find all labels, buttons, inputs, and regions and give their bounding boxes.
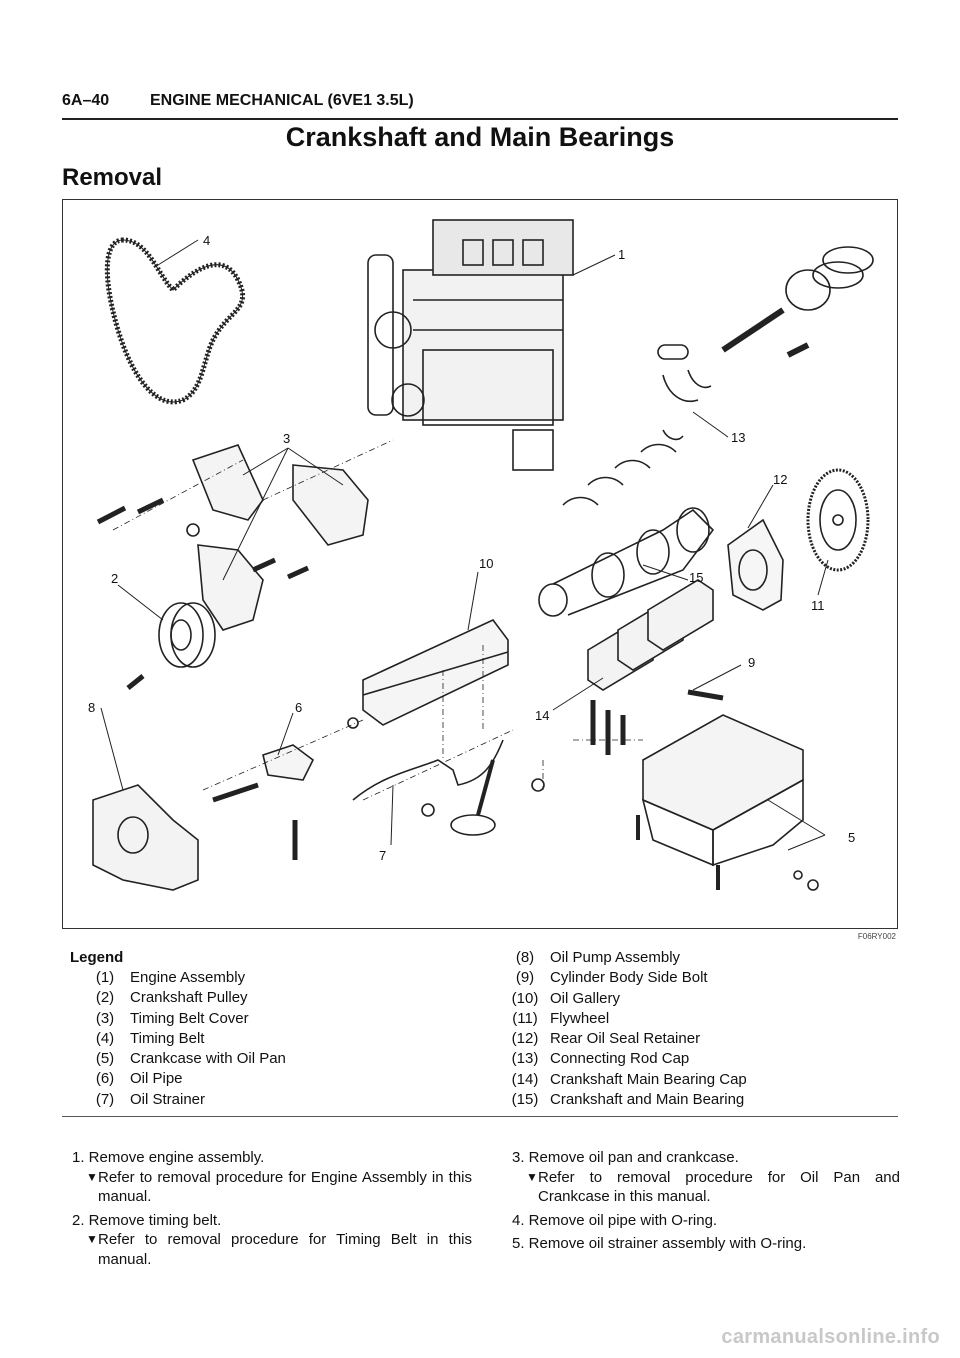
exploded-diagram <box>92 219 874 891</box>
subtitle: Removal <box>62 164 163 191</box>
engine-assembly-drawing <box>367 219 574 471</box>
oil-pump-drawing <box>92 784 199 891</box>
legend-item: (6)Oil Pipe <box>95 1070 183 1088</box>
oil-strainer-drawing <box>352 739 545 836</box>
legend-item: (15)Crankshaft and Main Bearing <box>511 1091 745 1109</box>
triangle-pointer-icon: ▼ <box>526 1169 538 1184</box>
legend-item: (2)Crankshaft Pulley <box>95 989 248 1007</box>
procedure-steps-left: 1. Remove engine assembly. ▼Refer to rem… <box>72 1148 472 1273</box>
legend-column-right: (8)Oil Pump Assembly (9)Cylinder Body Si… <box>500 948 747 1110</box>
page-number: 6A–40 <box>62 92 110 109</box>
callout-6: 6 <box>295 700 302 715</box>
callout-9: 9 <box>748 655 755 670</box>
timing-belt-cover-drawing <box>191 444 369 631</box>
leader-lines <box>100 239 829 851</box>
procedure-step: 2. Remove timing belt. ▼Refer to removal… <box>72 1211 472 1270</box>
callout-4: 4 <box>203 233 210 248</box>
oil-pipe-drawing <box>212 717 359 860</box>
callout-1: 1 <box>618 247 625 262</box>
callout-7: 7 <box>379 848 386 863</box>
procedure-step: 1. Remove engine assembly. ▼Refer to rem… <box>72 1148 472 1207</box>
callout-11: 11 <box>811 598 825 613</box>
step-reference: Refer to removal procedure for Engine As… <box>98 1168 472 1206</box>
divider <box>62 1116 898 1117</box>
legend-title: Legend <box>70 949 124 966</box>
legend-item: (14)Crankshaft Main Bearing Cap <box>511 1070 747 1088</box>
legend-item: (7)Oil Strainer <box>95 1090 206 1108</box>
callout-14: 14 <box>535 708 549 723</box>
legend-item: (3)Timing Belt Cover <box>95 1009 249 1027</box>
callout-5: 5 <box>848 830 855 845</box>
procedure-steps-right: 3. Remove oil pan and crankcase. ▼Refer … <box>512 1148 900 1258</box>
legend-item: (12)Rear Oil Seal Retainer <box>511 1030 701 1048</box>
procedure-step: 3. Remove oil pan and crankcase. ▼Refer … <box>512 1148 900 1207</box>
triangle-pointer-icon: ▼ <box>86 1232 98 1246</box>
procedure-step: 4. Remove oil pipe with O-ring. <box>512 1211 900 1231</box>
main-bearing-caps-drawing <box>587 579 724 755</box>
callout-8: 8 <box>88 700 95 715</box>
connecting-rod-drawing <box>657 246 874 441</box>
section-title: ENGINE MECHANICAL (6VE1 3.5L) <box>150 92 414 109</box>
callout-2: 2 <box>111 571 118 586</box>
watermark[interactable]: carmanualsonline.info <box>721 1326 940 1348</box>
step-reference: Refer to removal procedure for Timing Be… <box>98 1231 472 1268</box>
callout-labels: 1 2 3 4 5 6 7 8 9 10 11 12 13 14 15 <box>88 233 855 863</box>
figure-code: F06RY002 <box>857 932 896 941</box>
callout-12: 12 <box>773 472 787 487</box>
alignment-lines-drawing <box>112 439 643 801</box>
legend-item: (5)Crankcase with Oil Pan <box>95 1050 286 1068</box>
bolts-drawing <box>96 497 310 690</box>
step-reference: Refer to removal procedure for Oil Pan a… <box>538 1168 900 1206</box>
crankshaft-drawing <box>538 507 715 617</box>
step-text: 5. Remove oil strainer assembly with O-r… <box>512 1235 807 1252</box>
oil-pan-drawing <box>636 714 819 891</box>
triangle-pointer-icon: ▼ <box>86 1169 98 1184</box>
rear-oil-seal-retainer-drawing <box>727 518 784 611</box>
callout-15: 15 <box>689 570 703 585</box>
procedure-step: 5. Remove oil strainer assembly with O-r… <box>512 1234 900 1254</box>
exploded-view-figure: 1 2 3 4 5 6 7 8 9 10 11 12 13 14 15 <box>62 199 898 929</box>
callout-3: 3 <box>283 431 290 446</box>
oil-gallery-drawing <box>362 619 509 726</box>
step-text: 2. Remove timing belt. <box>72 1211 222 1229</box>
legend-item: (4)Timing Belt <box>95 1029 205 1047</box>
main-bearings-drawing <box>562 443 677 506</box>
step-text: 1. Remove engine assembly. <box>72 1149 265 1166</box>
legend-column-left: (1)Engine Assembly (2)Crankshaft Pulley … <box>80 968 286 1110</box>
legend-item: (9)Cylinder Body Side Bolt <box>515 969 708 987</box>
legend-item: (13)Connecting Rod Cap <box>511 1050 690 1068</box>
legend-item: (8)Oil Pump Assembly <box>515 949 681 966</box>
callout-13: 13 <box>731 430 745 445</box>
step-text: 3. Remove oil pan and crankcase. <box>512 1149 739 1166</box>
legend-item: (11)Flywheel <box>512 1009 610 1027</box>
flywheel-drawing <box>806 468 870 572</box>
step-text: 4. Remove oil pipe with O-ring. <box>512 1211 718 1229</box>
legend-item: (1)Engine Assembly <box>95 969 246 986</box>
callout-10: 10 <box>479 556 493 571</box>
crankshaft-pulley-drawing <box>158 602 216 668</box>
page-title: Crankshaft and Main Bearings <box>285 122 675 152</box>
page-header: 6A–40 ENGINE MECHANICAL (6VE1 3.5L) <box>62 88 898 120</box>
legend-item: (10)Oil Gallery <box>511 989 621 1007</box>
